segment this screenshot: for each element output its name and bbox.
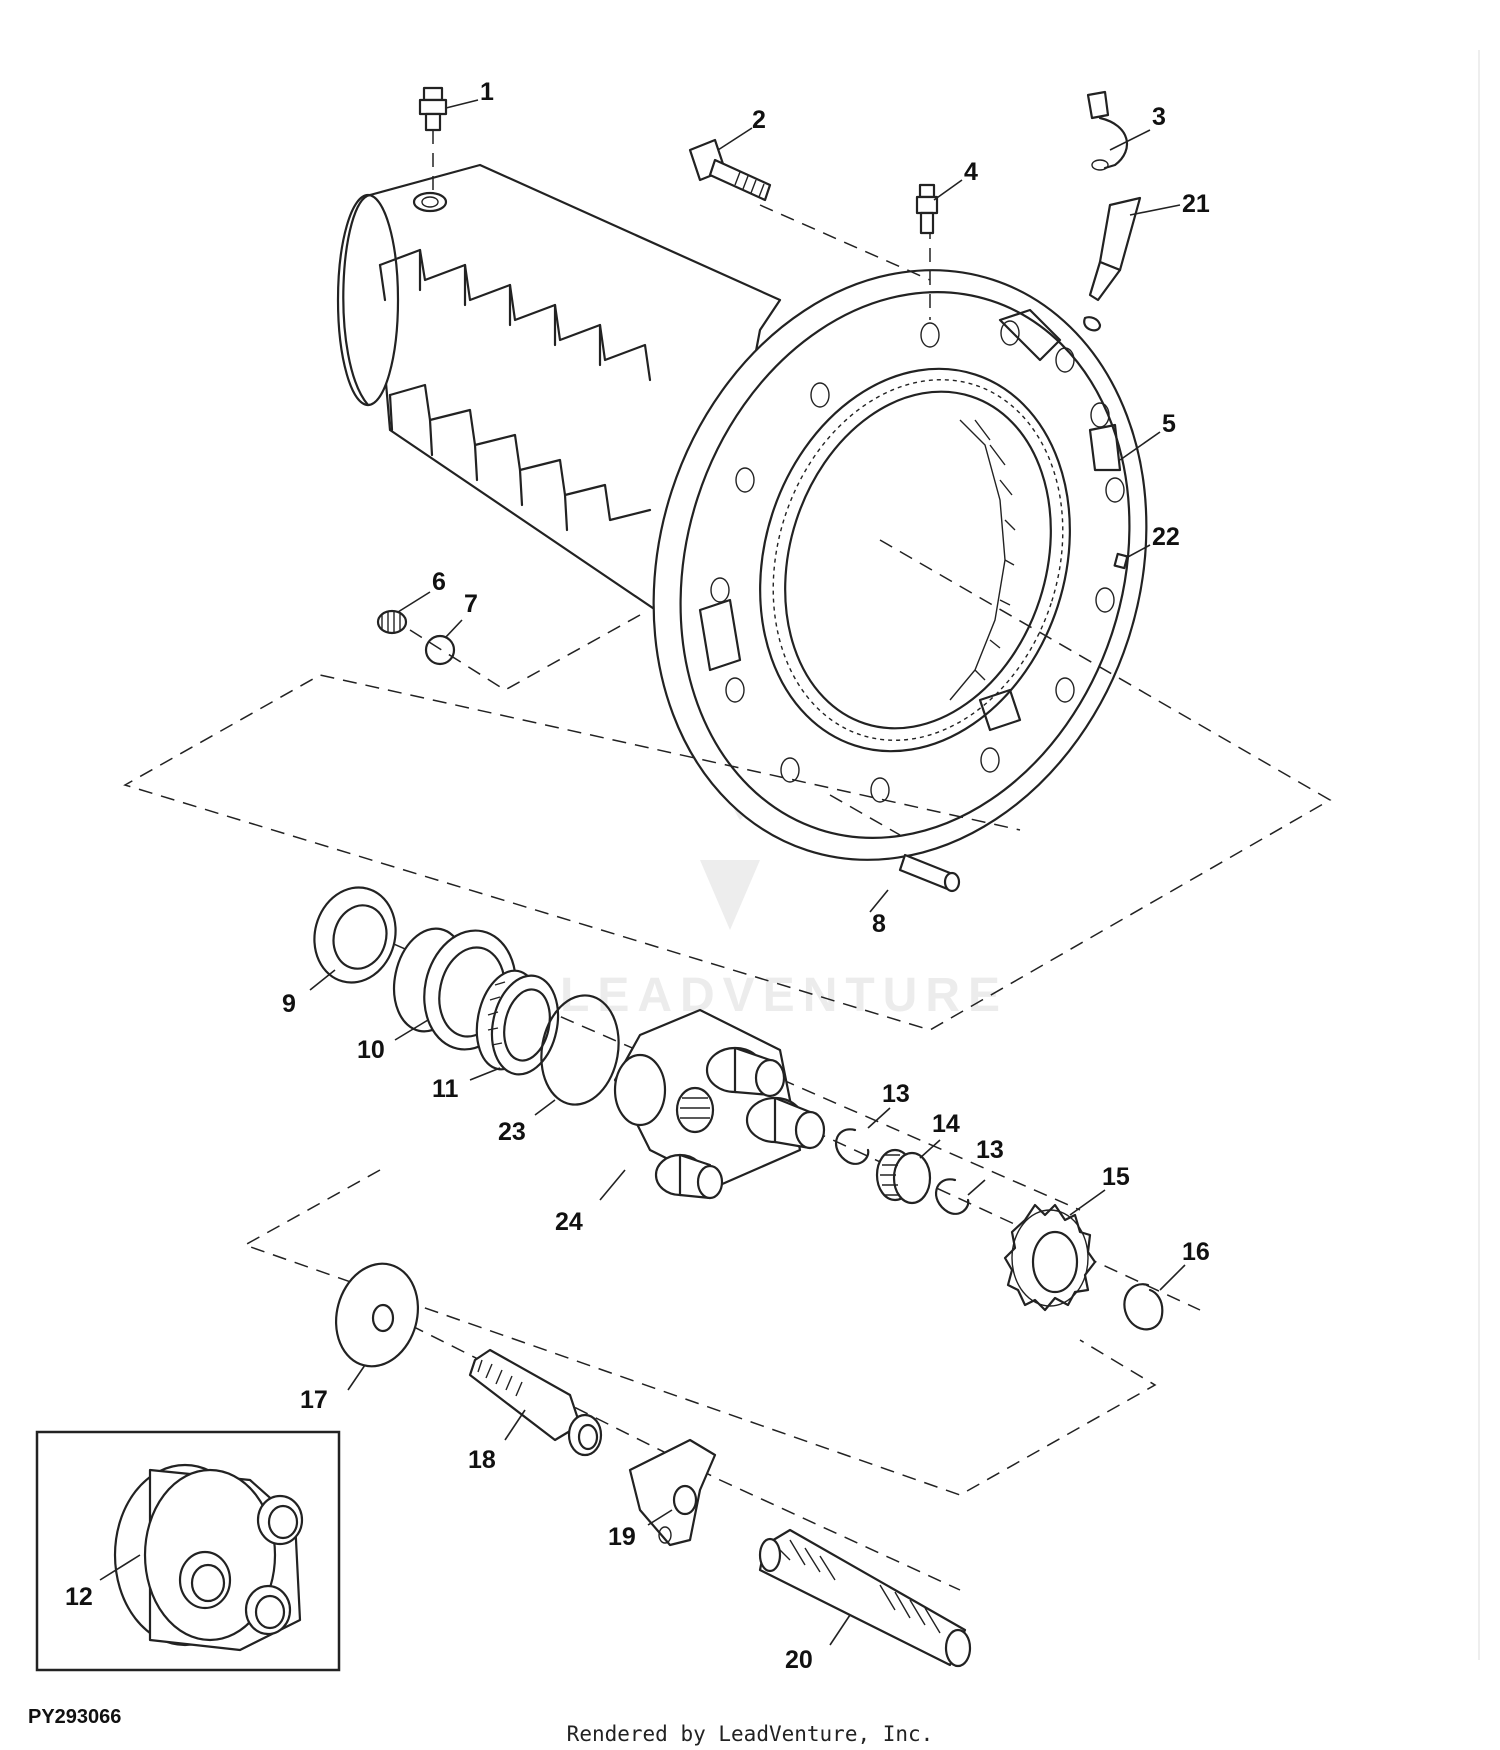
part-14-needle-bearing — [875, 1148, 932, 1205]
callout-13a: 13 — [882, 1080, 910, 1108]
callout-13b: 13 — [976, 1136, 1004, 1164]
axle-housing — [336, 163, 1148, 861]
callout-8: 8 — [872, 910, 886, 938]
part-3-elbow-fitting — [1086, 90, 1129, 171]
callout-6: 6 — [432, 568, 446, 596]
right-edge-rule — [1478, 50, 1480, 1660]
callout-7: 7 — [464, 590, 478, 618]
part-8-dowel-pin — [898, 853, 961, 893]
part-21-sealant-tube — [1083, 196, 1142, 332]
callout-17: 17 — [300, 1386, 328, 1414]
part-19-lock-plate — [628, 1438, 717, 1547]
part-15-planet-gear — [1003, 1203, 1097, 1312]
part-2-bolt — [688, 138, 772, 202]
callout-12: 12 — [65, 1583, 93, 1611]
part-12-inset-box — [35, 1430, 341, 1672]
part-1-grease-fitting — [418, 86, 448, 132]
callout-22: 22 — [1152, 523, 1180, 551]
callout-10: 10 — [357, 1036, 385, 1064]
part-13-snap-ring-b — [935, 1178, 970, 1215]
part-16-snap-ring — [1123, 1283, 1164, 1331]
part-9-seal — [313, 886, 397, 984]
part-18-planet-shaft — [468, 1348, 603, 1457]
part-6-plug — [376, 609, 408, 635]
callout-15: 15 — [1102, 1163, 1130, 1191]
part-13-snap-ring-a — [835, 1128, 870, 1165]
callout-1: 1 — [480, 78, 494, 106]
diagram-reference-code: PY293066 — [28, 1706, 122, 1728]
callout-4: 4 — [964, 158, 978, 186]
callout-16: 16 — [1182, 1238, 1210, 1266]
callout-24: 24 — [555, 1208, 583, 1236]
callout-21: 21 — [1182, 190, 1210, 218]
callout-19: 19 — [608, 1523, 636, 1551]
callout-numbers: 1 2 3 4 5 6 7 8 9 10 11 12 13 13 14 15 1… — [65, 78, 1210, 1674]
callout-2: 2 — [752, 106, 766, 134]
callout-5: 5 — [1162, 410, 1176, 438]
callout-18: 18 — [468, 1446, 496, 1474]
part-23-o-ring — [540, 994, 620, 1106]
callout-9: 9 — [282, 990, 296, 1018]
part-7-o-ring — [424, 634, 456, 666]
part-17-thrust-washer — [334, 1262, 420, 1368]
part-22-pin — [1113, 552, 1129, 570]
callout-11: 11 — [432, 1075, 459, 1103]
callout-3: 3 — [1152, 103, 1166, 131]
part-20-splined-shaft — [758, 1528, 972, 1668]
callout-14: 14 — [932, 1110, 960, 1138]
part-24-planet-carrier — [613, 1008, 826, 1200]
watermark-text: LEADVENTURE — [560, 969, 1009, 1022]
render-credit: Rendered by LeadVenture, Inc. — [566, 1722, 934, 1746]
callout-20: 20 — [785, 1646, 813, 1674]
callout-leaders — [99, 99, 1186, 1646]
part-4-fitting — [915, 183, 939, 235]
callout-23: 23 — [498, 1118, 526, 1146]
